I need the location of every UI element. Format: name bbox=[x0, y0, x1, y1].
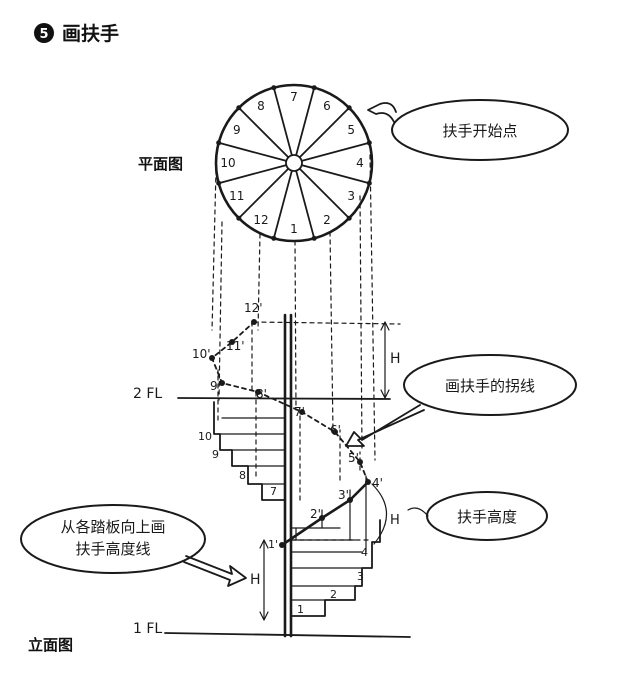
first-floor-label: 1 FL bbox=[133, 621, 162, 637]
plan-spoke-dot bbox=[216, 140, 222, 146]
plan-spoke bbox=[237, 106, 290, 159]
lower-step-numbers: 1 2 3 4 bbox=[297, 546, 368, 616]
point-2p: 2' bbox=[310, 507, 321, 521]
step-num-4: 4 bbox=[361, 546, 368, 559]
step-num-8: 8 bbox=[239, 469, 246, 482]
plan-spoke bbox=[295, 86, 316, 157]
upper-step-numbers: 10 9 8 7 bbox=[198, 430, 277, 498]
point-3p: 3' bbox=[338, 488, 349, 502]
plan-spoke-dot bbox=[311, 85, 317, 91]
point-4p: 4' bbox=[372, 476, 383, 490]
point-11p: 11' bbox=[226, 339, 245, 353]
callout-handrail-height-text: 扶手高度 bbox=[457, 508, 517, 526]
upper-h-label: H bbox=[390, 351, 401, 367]
plan-spoke bbox=[272, 169, 293, 240]
plan-center-post bbox=[285, 154, 303, 172]
handrail-solid bbox=[280, 480, 370, 547]
step-num-7: 7 bbox=[270, 485, 277, 498]
plan-tread-number-8: 8 bbox=[257, 99, 265, 113]
plan-tread-number-11: 11 bbox=[229, 189, 244, 203]
plan-spoke bbox=[298, 167, 351, 220]
side-h-label: H bbox=[390, 513, 400, 528]
elevation-view: 立面图 1 FL 2 FL 1 bbox=[28, 301, 411, 654]
point-8p: 8' bbox=[256, 387, 267, 401]
plan-spoke bbox=[217, 141, 288, 162]
plan-tread-number-4: 4 bbox=[356, 156, 364, 170]
step-title: 画扶手 bbox=[62, 22, 119, 45]
plan-spoke bbox=[237, 167, 290, 220]
plan-tread-spokes bbox=[216, 85, 372, 241]
plan-tread-number-1: 1 bbox=[290, 222, 298, 236]
plan-tread-number-10: 10 bbox=[220, 156, 235, 170]
handrail-point-labels: 1' 2' 3' 4' 5' 6' 7' 8' 9' 10' 11' 12' bbox=[192, 301, 383, 551]
plan-spoke-dot bbox=[271, 85, 277, 91]
second-floor-label: 2 FL bbox=[133, 386, 162, 402]
plan-tread-number-3: 3 bbox=[347, 189, 355, 203]
point-10p: 10' bbox=[192, 347, 211, 361]
step-num-2: 2 bbox=[330, 588, 337, 601]
callout-handrail-kink-text: 画扶手的拐线 bbox=[445, 377, 535, 395]
plan-spoke-dot bbox=[346, 215, 352, 221]
plan-tread-number-6: 6 bbox=[323, 99, 331, 113]
projection-lines bbox=[211, 154, 376, 461]
callout-handrail-height: 扶手高度 bbox=[407, 491, 548, 541]
step-num-1: 1 bbox=[297, 603, 304, 616]
handrail-points bbox=[209, 319, 371, 548]
step-num-3: 3 bbox=[357, 570, 364, 583]
upper-treads bbox=[213, 401, 286, 501]
plan-spoke-dot bbox=[216, 180, 222, 186]
plan-spoke bbox=[272, 86, 293, 157]
step-header: 5 画扶手 bbox=[34, 22, 119, 45]
plan-view-label: 平面图 bbox=[138, 155, 183, 173]
callout-draw-from-treads-line2: 扶手高度线 bbox=[75, 540, 150, 558]
plan-spoke-dot bbox=[236, 105, 242, 111]
elevation-view-label: 立面图 bbox=[28, 636, 73, 654]
upper-height-dimension: H bbox=[380, 321, 401, 399]
plan-tread-number-7: 7 bbox=[290, 90, 298, 104]
point-1p: 1' bbox=[268, 538, 278, 551]
plan-spoke-dot bbox=[366, 180, 372, 186]
plan-tread-number-5: 5 bbox=[347, 123, 355, 137]
point-9p: 9' bbox=[210, 379, 221, 393]
plan-tread-number-2: 2 bbox=[323, 213, 331, 227]
point-12p: 12' bbox=[244, 301, 263, 315]
step-number-five: 5 bbox=[39, 27, 48, 42]
callout-handrail-kink: 画扶手的拐线 bbox=[345, 354, 577, 447]
plan-spoke bbox=[217, 164, 288, 185]
callout-draw-from-treads: 从各踏板向上画 扶手高度线 bbox=[20, 504, 247, 587]
callout-handrail-start-text: 扶手开始点 bbox=[442, 122, 517, 140]
plan-spoke bbox=[298, 106, 351, 159]
plan-spoke-dot bbox=[311, 235, 317, 241]
step-num-9: 9 bbox=[212, 448, 219, 461]
plan-tread-number-12: 12 bbox=[253, 213, 268, 227]
plan-spoke-dot bbox=[236, 215, 242, 221]
lower-height-dimension: H bbox=[250, 539, 269, 621]
plan-spoke bbox=[300, 164, 371, 185]
plan-spoke-dot bbox=[271, 235, 277, 241]
lower-treads bbox=[290, 519, 381, 617]
plan-spoke bbox=[300, 141, 371, 162]
step-number-badge bbox=[34, 23, 54, 43]
side-height-dimension: H bbox=[371, 483, 400, 545]
plan-outer-circle bbox=[214, 83, 374, 243]
plan-spoke-dot bbox=[366, 140, 372, 146]
plan-spoke-dot bbox=[346, 105, 352, 111]
callout-draw-from-treads-line1: 从各踏板向上画 bbox=[60, 518, 165, 536]
callout-handrail-start: 扶手开始点 bbox=[367, 99, 569, 161]
plan-spoke bbox=[295, 169, 316, 240]
step-num-10: 10 bbox=[198, 430, 212, 443]
lower-h-label: H bbox=[250, 572, 261, 588]
first-floor-line bbox=[164, 632, 411, 638]
plan-tread-number-9: 9 bbox=[233, 123, 241, 137]
point-5p: 5' bbox=[348, 451, 359, 465]
